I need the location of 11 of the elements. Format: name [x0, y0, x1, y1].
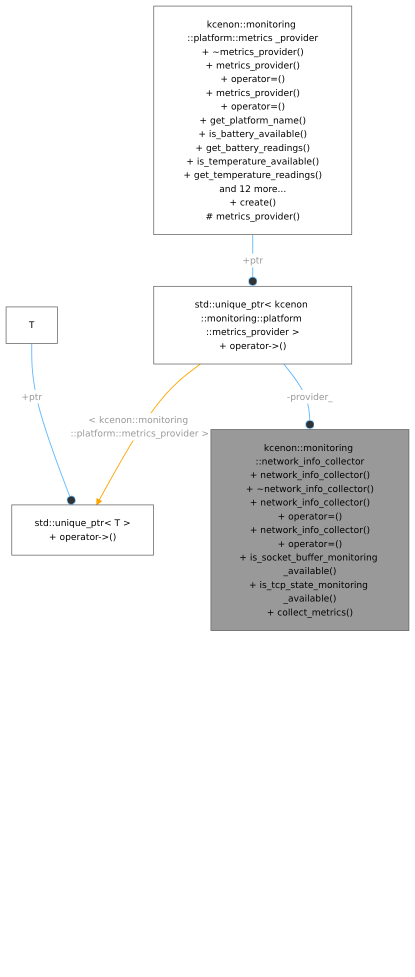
node-box: T: [6, 306, 58, 344]
edge-label: +ptr: [242, 255, 264, 266]
node-box: kcenon::monitoring ::network_info_collector + network_info_collector() + ~network_info_collector() + network_info_collector() + operator=() + network_info_collector() + operator=() + is_socket_buffer_monitoring _available() + is_tcp_state_monitoring _available() + collect_metrics(): [210, 429, 410, 631]
edge-label: -provider_: [286, 391, 333, 402]
edge-label: < kcenon::monitoring ::platform::metrics_provider >: [70, 414, 210, 439]
node-box: std::unique_ptr< T > + operator->(): [11, 504, 154, 556]
node-box: std::unique_ptr< kcenon ::monitoring::platform ::metrics_provider > + operator->(): [153, 286, 352, 364]
connector: [31, 343, 76, 506]
node-box: kcenon::monitoring ::platform::metrics _provider + ~metrics_provider() + metrics_provider() + operator=() + metrics_provider() + operator=() + get_platform_name() + is_battery_available() + get_battery_readings() + is_temperature_available() + get_temperature_readings() and 12 more... + create() # metrics_provider(): [153, 6, 352, 235]
edge-label: +ptr: [21, 391, 42, 402]
connector: [248, 234, 258, 287]
